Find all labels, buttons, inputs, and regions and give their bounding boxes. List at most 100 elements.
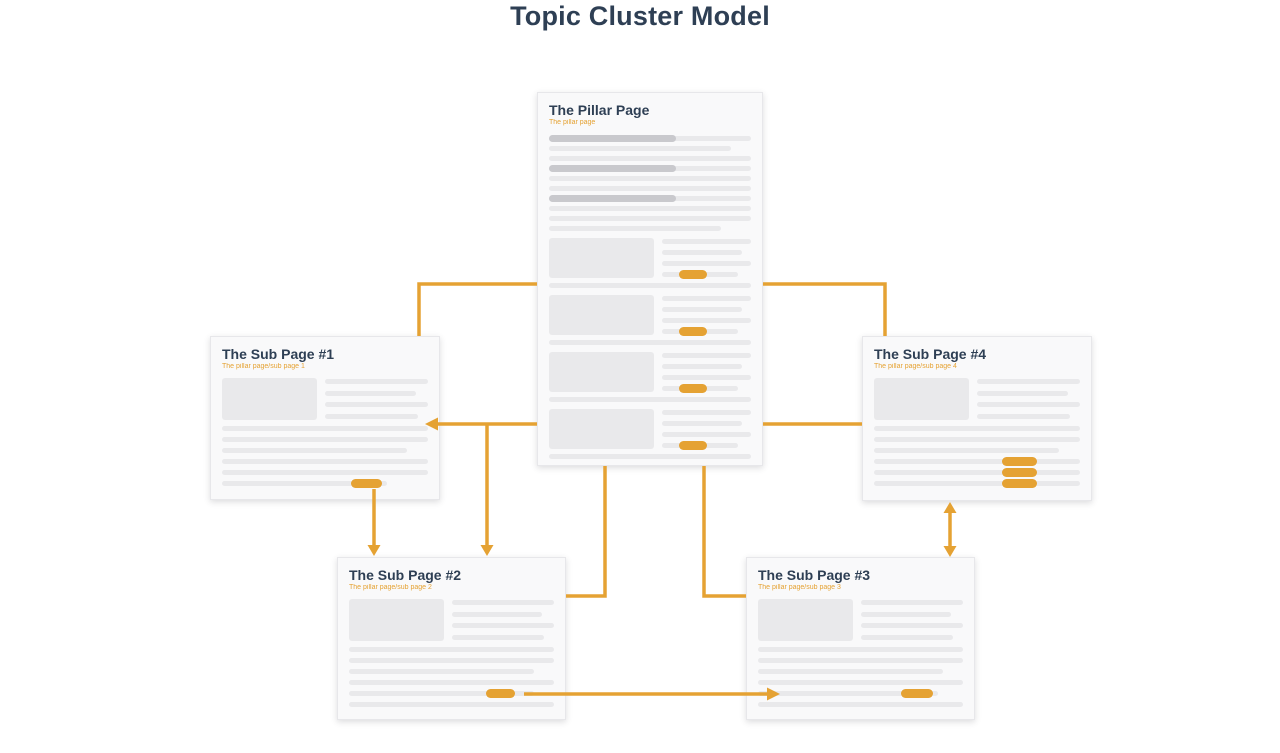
internal-link-pill (350, 479, 382, 488)
text-line-placeholder (758, 658, 963, 663)
text-line-placeholder (662, 441, 738, 450)
text-line-placeholder (549, 186, 751, 191)
text-line-placeholder (325, 413, 418, 419)
image-placeholder (549, 409, 654, 449)
text-line-placeholder (349, 702, 554, 707)
text-line-placeholder (758, 647, 963, 652)
card-title: The Sub Page #1 (222, 346, 335, 362)
text-line-placeholder (662, 296, 751, 301)
text-line-placeholder (662, 250, 743, 255)
text-line-placeholder (662, 318, 751, 323)
image-placeholder (758, 599, 853, 641)
image-placeholder (549, 238, 654, 278)
text-line-placeholder (662, 327, 738, 336)
text-line-placeholder (452, 600, 554, 605)
internal-link-pill (678, 327, 708, 336)
text-line-placeholder (874, 426, 1080, 431)
text-line-placeholder (549, 226, 721, 231)
text-line-placeholder (222, 448, 408, 453)
text-line-placeholder (549, 165, 751, 172)
sub-page-1-card: The Sub Page #1 The pillar page/sub page… (210, 336, 440, 500)
connector-pillar-to-sub4-top (763, 282, 887, 336)
text-line-placeholder (758, 680, 963, 685)
text-line-placeholder (758, 669, 943, 674)
text-line-placeholder (662, 375, 751, 380)
internal-link-pill (678, 441, 708, 450)
text-line-placeholder (549, 206, 751, 211)
text-line-placeholder (874, 468, 1080, 477)
content-section (222, 378, 428, 420)
text-line-placeholder (549, 146, 731, 151)
text-line-placeholder (662, 421, 743, 426)
content-section (549, 352, 751, 393)
text-line-placeholder (325, 402, 428, 408)
card-url-text: The pillar page/sub page 3 (758, 584, 841, 591)
content-section (874, 378, 1080, 420)
card-title: The Sub Page #4 (874, 346, 987, 362)
text-line-placeholder (349, 669, 534, 674)
text-line-placeholder (549, 283, 751, 288)
text-line-placeholder (325, 390, 416, 396)
card-title: The Sub Page #3 (758, 567, 871, 583)
text-line-placeholder (977, 390, 1068, 396)
card-title: The Pillar Page (549, 102, 650, 118)
internal-link-pill (1001, 479, 1037, 488)
text-line-placeholder (549, 216, 751, 221)
text-line-placeholder (662, 261, 751, 266)
text-line-placeholder (349, 689, 534, 698)
text-line-placeholder (222, 470, 428, 475)
arrowhead-down-icon (943, 546, 957, 557)
text-line-placeholder (549, 195, 751, 202)
text-line-placeholder (349, 647, 554, 652)
text-line-placeholder (222, 459, 428, 464)
text-line-placeholder (874, 479, 1080, 488)
text-line-placeholder (222, 437, 428, 442)
heading-line-placeholder (549, 195, 677, 202)
internal-link-pill (678, 384, 708, 393)
pillar-page-card: The Pillar Page The pillar page (537, 92, 763, 466)
text-line-placeholder (662, 270, 738, 279)
text-line-placeholder (874, 457, 1080, 466)
sub-page-3-card: The Sub Page #3 The pillar page/sub page… (746, 557, 975, 720)
card-url-text: The pillar page/sub page 2 (349, 584, 432, 591)
text-line-placeholder (662, 353, 751, 358)
text-line-placeholder (325, 379, 428, 384)
text-line-placeholder (874, 437, 1080, 442)
content-section (549, 409, 751, 450)
card-url-text: The pillar page (549, 119, 596, 126)
text-line-placeholder (549, 135, 751, 142)
image-placeholder (549, 295, 654, 335)
sub-page-2-card: The Sub Page #2 The pillar page/sub page… (337, 557, 566, 720)
image-placeholder (874, 378, 969, 420)
text-line-placeholder (861, 600, 963, 605)
text-line-placeholder (662, 384, 738, 393)
text-line-placeholder (977, 379, 1080, 384)
text-line-placeholder (349, 680, 554, 685)
text-line-placeholder (662, 307, 743, 312)
heading-line-placeholder (549, 135, 677, 142)
internal-link-pill (1001, 457, 1037, 466)
text-line-placeholder (861, 611, 951, 617)
text-line-placeholder (222, 426, 428, 431)
connector-pillar-to-sub2-bottom (566, 466, 607, 598)
text-line-placeholder (549, 454, 751, 459)
text-line-placeholder (349, 658, 554, 663)
image-placeholder (549, 352, 654, 392)
card-url-text: The pillar page/sub page 1 (222, 363, 305, 370)
text-line-placeholder (758, 689, 939, 698)
content-section (758, 599, 963, 641)
internal-link-pill (678, 270, 708, 279)
text-line-placeholder (977, 402, 1080, 408)
text-line-placeholder (861, 623, 963, 629)
arrowhead-down-icon (367, 545, 381, 556)
content-section (549, 295, 751, 336)
content-section (349, 599, 554, 641)
image-placeholder (222, 378, 317, 420)
internal-link-pill (485, 689, 516, 698)
text-line-placeholder (861, 634, 953, 640)
text-line-placeholder (758, 702, 963, 707)
image-placeholder (349, 599, 444, 641)
text-line-placeholder (222, 479, 387, 488)
text-line-placeholder (662, 432, 751, 437)
arrowhead-down-icon (480, 545, 494, 556)
